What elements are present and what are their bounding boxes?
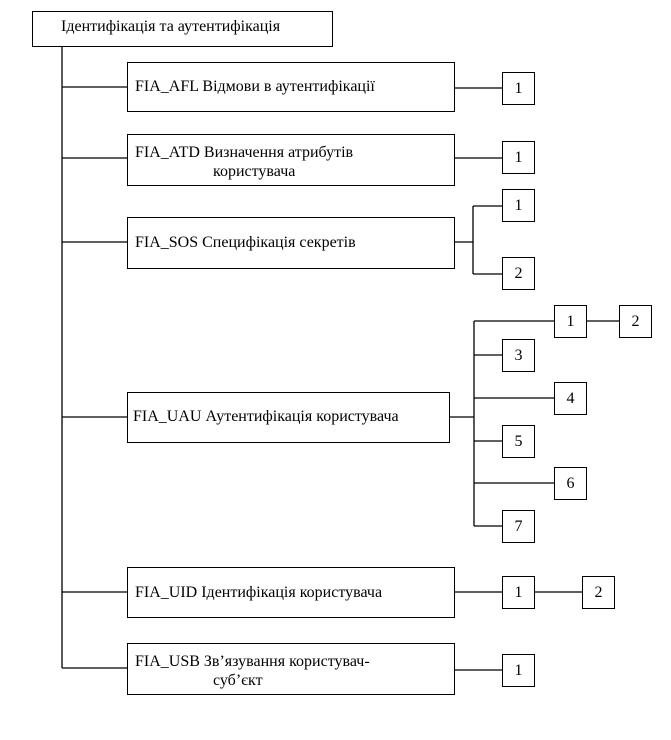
component-uid-2: 2 [582, 576, 615, 609]
family-usb-label-line2: суб’єкт [213, 672, 263, 689]
component-uid-1: 1 [502, 576, 535, 609]
component-uau-3: 3 [502, 339, 535, 372]
family-sos-label: FIA_SOS Специфікація секретів [135, 234, 356, 251]
family-atd-label-line1: FIA_ATD Визначення атрибутів [135, 144, 354, 161]
family-afl-label: FIA_AFL Відмови в аутентифікації [135, 78, 375, 95]
family-atd-box: FIA_ATD Визначення атрибутів користувача [127, 134, 455, 186]
component-uau-4: 4 [554, 382, 587, 415]
component-uau-5: 5 [502, 425, 535, 458]
family-atd-label-line2: користувача [213, 163, 296, 180]
family-uid-box: FIA_UID Ідентифікація користувача [127, 567, 455, 618]
family-usb-box: FIA_USB Зв’язування користувач- суб’єкт [127, 643, 455, 695]
family-usb-label-line1: FIA_USB Зв’язування користувач- [135, 653, 370, 670]
component-usb-1: 1 [502, 654, 535, 687]
component-sos-1: 1 [502, 189, 535, 222]
family-sos-box: FIA_SOS Специфікація секретів [127, 217, 455, 269]
component-uau-6: 6 [554, 467, 587, 500]
root-class-box: Ідентифікація та аутентифікація [32, 11, 333, 47]
family-uau-box: FIA_UAU Аутентифікація користувача [127, 392, 450, 443]
component-afl-1: 1 [502, 72, 535, 105]
family-uid-label: FIA_UID Ідентифікація користувача [135, 584, 383, 601]
family-afl-box: FIA_AFL Відмови в аутентифікації [127, 62, 455, 112]
component-uau-2: 2 [619, 305, 652, 338]
component-sos-2: 2 [502, 257, 535, 290]
root-class-label: Ідентифікація та аутентифікація [61, 18, 281, 35]
component-uau-7: 7 [502, 510, 535, 543]
family-uau-label: FIA_UAU Аутентифікація користувача [133, 408, 399, 425]
component-atd-1: 1 [502, 141, 535, 174]
component-uau-1: 1 [554, 305, 587, 338]
